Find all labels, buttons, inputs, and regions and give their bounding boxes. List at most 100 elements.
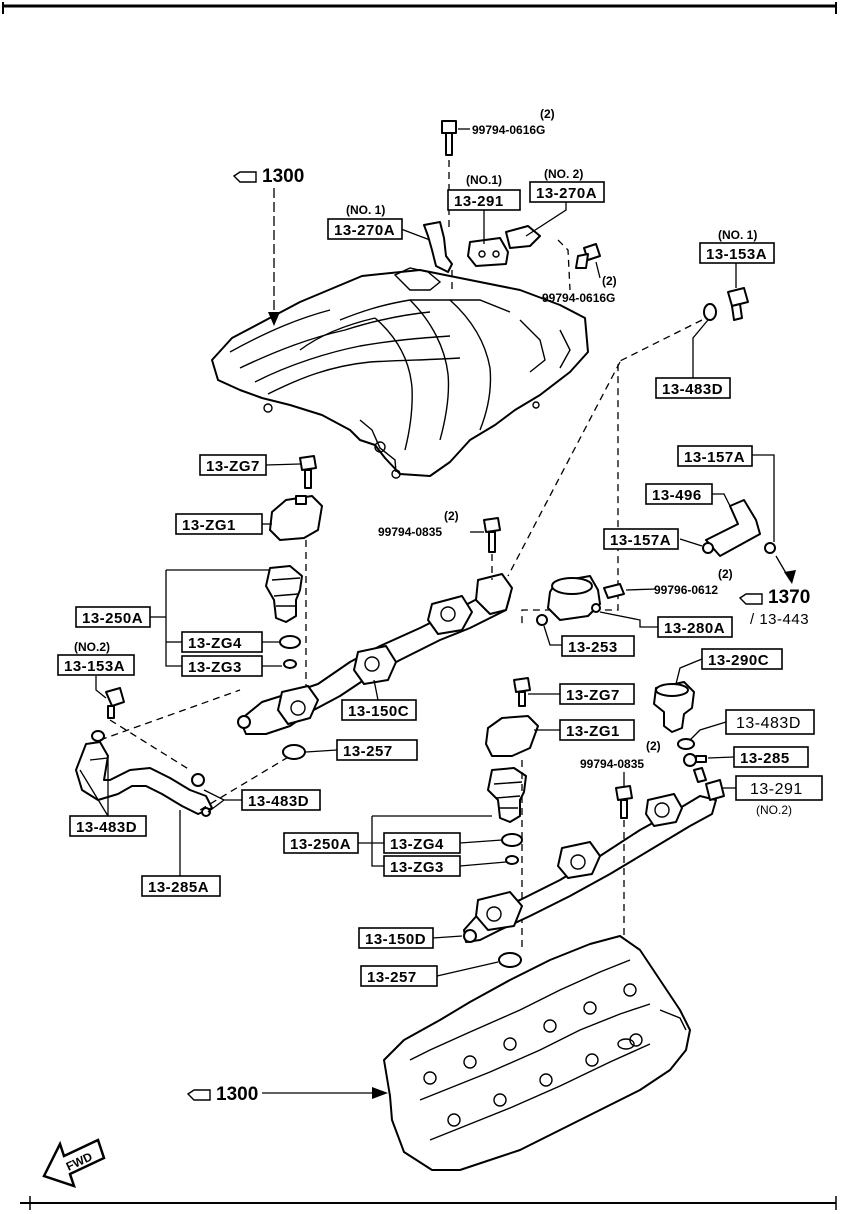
gasket-13-291-no2 xyxy=(693,767,725,801)
svg-text:13-ZG3: 13-ZG3 xyxy=(188,659,242,676)
oring-13-ZG3-lower xyxy=(505,855,519,865)
svg-text:13-483D: 13-483D xyxy=(248,793,309,810)
qty-2-e: (2) xyxy=(646,739,661,753)
box-13-496[interactable] xyxy=(645,483,713,505)
note-no2-b: (NO.2) xyxy=(74,640,110,654)
ref-1370: 1370 xyxy=(738,587,810,608)
svg-text:13-150D: 13-150D xyxy=(365,931,426,948)
svg-text:13-483D: 13-483D xyxy=(662,381,723,398)
svg-text:13-285A: 13-285A xyxy=(148,879,209,896)
svg-text:13-257: 13-257 xyxy=(367,969,417,986)
bracket-no1 xyxy=(423,221,453,273)
ref-13-443: / 13-443 xyxy=(750,611,809,628)
box-13-483D-2[interactable] xyxy=(241,789,321,811)
plug-13-153A-no1 xyxy=(727,287,749,321)
box-13-285A[interactable] xyxy=(141,875,221,897)
oring-13-257-upper xyxy=(282,744,306,760)
svg-text:1370: 1370 xyxy=(768,587,810,608)
qty-2-b: (2) xyxy=(602,274,617,288)
box-13-150C[interactable] xyxy=(341,699,417,721)
box-13-157A-1[interactable] xyxy=(677,445,753,467)
box-13-257-1[interactable] xyxy=(336,739,418,761)
svg-text:13-270A: 13-270A xyxy=(536,185,597,202)
box-13-270A-no2[interactable] xyxy=(529,181,605,203)
fwd-arrow-icon: FWD xyxy=(42,1138,106,1188)
pressure-regulator-13-280A xyxy=(536,575,625,626)
qty-2-c: (2) xyxy=(718,567,733,581)
qty-2-d: (2) xyxy=(444,509,459,523)
box-13-ZG4-1[interactable] xyxy=(181,631,263,653)
box-13-ZG7-2[interactable] xyxy=(559,683,635,705)
svg-text:13-285: 13-285 xyxy=(740,750,790,767)
box-13-291-no2[interactable] xyxy=(735,775,823,801)
svg-text:13-ZG4: 13-ZG4 xyxy=(390,836,444,853)
box-13-483D-3[interactable] xyxy=(69,815,147,837)
svg-text:13-153A: 13-153A xyxy=(706,246,767,263)
box-13-ZG1-1[interactable] xyxy=(175,513,263,535)
svg-text:13-253: 13-253 xyxy=(568,639,618,656)
washer-13-483D-top xyxy=(703,303,717,321)
injector-13-250A-upper xyxy=(265,565,303,623)
qty-2-a: (2) xyxy=(540,107,555,121)
box-13-ZG7-1[interactable] xyxy=(199,454,267,476)
gasket-13-291 xyxy=(467,237,509,267)
svg-text:13-496: 13-496 xyxy=(652,487,702,504)
svg-text:13-291: 13-291 xyxy=(454,193,504,210)
svg-text:13-ZG7: 13-ZG7 xyxy=(206,458,260,475)
box-13-153A-no2[interactable] xyxy=(57,654,135,676)
box-13-250A-1[interactable] xyxy=(75,606,151,628)
bolt-right-top xyxy=(575,243,601,269)
box-13-157A-2[interactable] xyxy=(603,528,679,550)
fuel-rail-13-150C xyxy=(237,573,513,735)
box-13-483D-1[interactable] xyxy=(655,377,731,399)
svg-text:13-257: 13-257 xyxy=(343,743,393,760)
svg-text:13-290C: 13-290C xyxy=(708,652,769,669)
box-13-253[interactable] xyxy=(561,635,635,657)
bolt-99794-0616G-b: 99794-0616G xyxy=(542,291,615,305)
injector-13-250A-lower xyxy=(487,767,527,823)
svg-text:13-157A: 13-157A xyxy=(610,532,671,549)
washer-13-483D-lower xyxy=(677,738,695,750)
svg-text:13-250A: 13-250A xyxy=(290,836,351,853)
box-13-270A-no1[interactable] xyxy=(327,218,403,240)
box-13-280A[interactable] xyxy=(657,616,733,638)
box-13-291-no1[interactable] xyxy=(447,189,521,211)
ref-1300-top: 1300 xyxy=(232,166,304,187)
svg-text:13-483D: 13-483D xyxy=(76,819,137,836)
retainer-13-ZG1-upper xyxy=(269,495,323,541)
intake-manifold xyxy=(211,267,589,479)
bracket-no2 xyxy=(505,225,541,249)
svg-text:13-ZG3: 13-ZG3 xyxy=(390,859,444,876)
box-13-153A-no1[interactable] xyxy=(699,242,775,264)
bolt-13-ZG7-lower xyxy=(513,677,531,707)
svg-text:13-250A: 13-250A xyxy=(82,610,143,627)
pulsation-damper-13-290C xyxy=(653,681,695,733)
retainer-13-ZG1-lower xyxy=(485,715,539,757)
box-13-285[interactable] xyxy=(733,746,809,768)
box-13-483D-4[interactable] xyxy=(725,709,815,735)
box-13-150D[interactable] xyxy=(358,927,434,949)
svg-text:13-ZG1: 13-ZG1 xyxy=(182,517,236,534)
note-no1-c: (NO. 1) xyxy=(718,228,757,242)
svg-text:13-ZG1: 13-ZG1 xyxy=(566,723,620,740)
box-13-ZG4-2[interactable] xyxy=(383,832,461,854)
fuel-pipe-13-285A xyxy=(75,687,213,817)
box-13-250A-2[interactable] xyxy=(283,832,359,854)
svg-text:13-483D: 13-483D xyxy=(736,715,801,732)
svg-text:1300: 1300 xyxy=(262,166,304,187)
svg-text:13-150C: 13-150C xyxy=(348,703,409,720)
box-13-290C[interactable] xyxy=(701,648,783,670)
bolt-99794-0616G-a: 99794-0616G xyxy=(472,123,545,137)
box-13-257-2[interactable] xyxy=(360,965,438,987)
svg-text:13-270A: 13-270A xyxy=(334,222,395,239)
svg-text:13-ZG4: 13-ZG4 xyxy=(188,635,242,652)
oring-13-ZG4-upper xyxy=(279,635,301,649)
box-13-ZG3-2[interactable] xyxy=(383,855,461,877)
note-no1-b: (NO.1) xyxy=(466,173,502,187)
box-13-ZG3-1[interactable] xyxy=(181,655,263,677)
bolt-99794-0835-b: 99794-0835 xyxy=(580,757,644,771)
svg-text:13-280A: 13-280A xyxy=(664,620,725,637)
note-no1-a: (NO. 1) xyxy=(346,203,385,217)
note-no2-c: (NO.2) xyxy=(756,803,792,817)
box-13-ZG1-2[interactable] xyxy=(559,719,635,741)
